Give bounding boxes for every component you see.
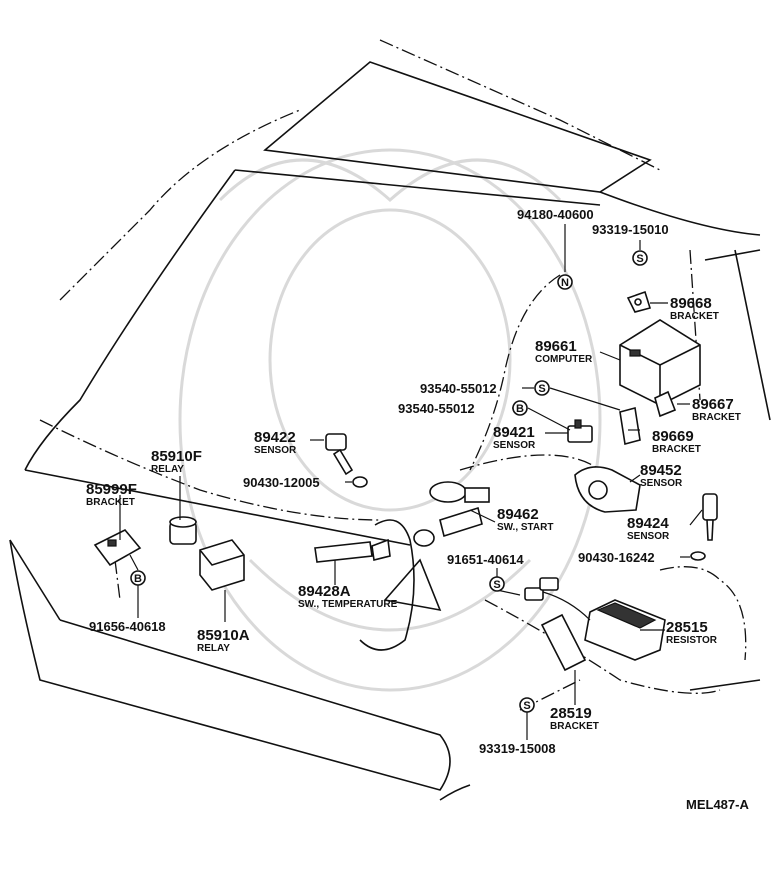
svg-text:S: S — [523, 700, 530, 712]
part-90430-16242-number: 90430-16242 — [578, 550, 655, 565]
part-89462-desc: SW., START — [497, 522, 553, 533]
symbol-s-screw-1: S — [632, 250, 648, 266]
part-89452-number: 89452 — [640, 462, 682, 479]
part-89422-number: 89422 — [254, 429, 296, 446]
part-85999f-number: 85999F — [86, 481, 137, 498]
svg-text:S: S — [538, 383, 545, 395]
part-89668-desc: BRACKET — [670, 311, 719, 322]
sensor-89422-drawing — [325, 433, 354, 476]
part-89667-number: 89667 — [692, 396, 734, 413]
part-89424-number: 89424 — [627, 515, 669, 532]
bracket-28519-drawing — [540, 613, 587, 672]
bracket-89667-drawing — [654, 390, 677, 418]
sensor-89421-drawing — [567, 419, 593, 443]
switch-89462-drawing — [413, 481, 490, 547]
part-91656-40618-number: 91656-40618 — [89, 619, 166, 634]
part-85910f-desc: RELAY — [151, 464, 184, 475]
sensor-89424-drawing — [702, 493, 718, 541]
switch-89428a-drawing — [314, 538, 391, 563]
part-85910a-desc: RELAY — [197, 643, 230, 654]
relay-85910f-drawing — [169, 516, 197, 545]
svg-text:N: N — [561, 277, 569, 289]
part-89421-desc: SENSOR — [493, 440, 536, 451]
part-93319-15010-number: 93319-15010 — [592, 222, 669, 237]
part-28519-desc: BRACKET — [550, 721, 599, 732]
symbol-s-screw-4: S — [519, 697, 535, 713]
part-labels: 94180-40600 93319-15010 89668 BRACKET 89… — [86, 207, 749, 812]
sensor-89452-drawing — [574, 466, 641, 513]
diagram-reference-code: MEL487-A — [686, 797, 749, 812]
part-90430-12005-number: 90430-12005 — [243, 475, 320, 490]
symbol-b-bolt-2: B — [130, 570, 146, 586]
washer-90430-16242-drawing — [690, 551, 706, 561]
part-89428a-desc: SW., TEMPERATURE — [298, 599, 398, 610]
part-89421-number: 89421 — [493, 424, 535, 441]
symbol-n-nut: N — [557, 274, 573, 290]
part-85910f-number: 85910F — [151, 448, 202, 465]
resistor-28515-drawing — [584, 599, 666, 661]
part-94180-40600-number: 94180-40600 — [517, 207, 594, 222]
bracket-89669-drawing — [619, 406, 641, 446]
part-89428a-number: 89428A — [298, 583, 351, 600]
washer-90430-12005-drawing — [352, 476, 368, 488]
bracket-85999f-drawing — [93, 529, 142, 567]
bracket-89668-drawing — [626, 290, 652, 313]
part-89422-desc: SENSOR — [254, 445, 297, 456]
svg-text:S: S — [493, 579, 500, 591]
vehicle-body-outline — [9, 61, 771, 801]
svg-text:B: B — [516, 403, 524, 415]
part-93540-55012-number-1: 93540-55012 — [420, 381, 497, 396]
part-85999f-desc: BRACKET — [86, 497, 135, 508]
part-89661-number: 89661 — [535, 338, 577, 355]
watermark-logo — [178, 148, 602, 692]
svg-text:S: S — [636, 253, 643, 265]
part-89424-desc: SENSOR — [627, 531, 670, 542]
part-85910a-number: 85910A — [197, 627, 250, 644]
part-89667-desc: BRACKET — [692, 412, 741, 423]
part-91651-40614-number: 91651-40614 — [447, 552, 524, 567]
svg-text:B: B — [134, 573, 142, 585]
part-28519-number: 28519 — [550, 705, 592, 722]
relay-85910a-drawing — [199, 539, 245, 591]
part-93540-55012-number-2: 93540-55012 — [398, 401, 475, 416]
part-89669-number: 89669 — [652, 428, 694, 445]
symbol-s-screw-2: S — [534, 380, 550, 396]
part-93319-15008-number: 93319-15008 — [479, 741, 556, 756]
computer-89661-drawing — [619, 319, 701, 406]
part-89462-number: 89462 — [497, 506, 539, 523]
harness-connector-drawing — [524, 577, 591, 621]
symbol-s-screw-3: S — [489, 576, 505, 592]
part-89661-desc: COMPUTER — [535, 354, 593, 365]
symbol-b-bolt-1: B — [512, 400, 528, 416]
part-89452-desc: SENSOR — [640, 478, 683, 489]
part-89669-desc: BRACKET — [652, 444, 701, 455]
part-28515-number: 28515 — [666, 619, 708, 636]
part-28515-desc: RESISTOR — [666, 635, 718, 646]
engine-fan-drawing — [359, 519, 442, 651]
part-89668-number: 89668 — [670, 295, 712, 312]
